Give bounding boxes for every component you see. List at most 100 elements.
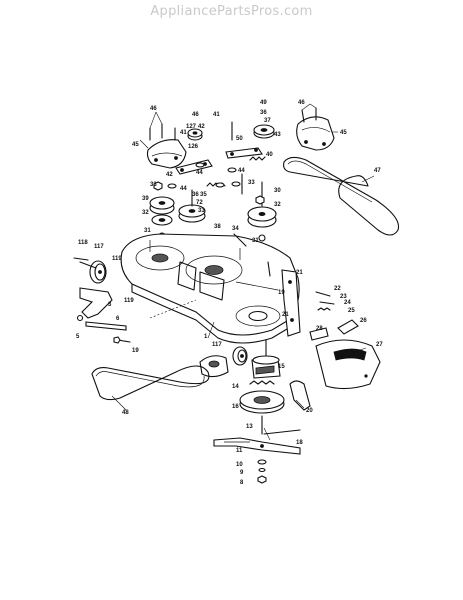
callout-25: 25 [348,308,355,314]
callout-23: 23 [340,294,347,300]
mower-deck-housing[interactable] [120,233,300,344]
callout-21-top: 21 [296,270,303,276]
callout-127: 127 [186,124,197,130]
callout-40: 40 [266,152,273,158]
upper-drive-belt[interactable] [283,156,400,236]
callout-42: 42 [166,172,173,178]
spindle-pulley-left[interactable] [149,196,175,226]
callout-118: 118 [78,240,88,246]
callout-36: 36 [260,110,267,116]
deck-drive-belt[interactable] [91,365,210,401]
washers-center [167,121,243,195]
leader-dashed [149,299,197,319]
callout-50: 50 [236,136,243,142]
callout-13: 13 [246,424,253,430]
callout-11: 11 [236,448,243,454]
callout-34: 34 [232,226,239,232]
callout-46-right: 46 [298,100,305,106]
callout-30: 30 [274,188,281,194]
callout-28: 28 [316,326,323,332]
callout-44-a: 44 [196,170,203,176]
callout-117: 117 [94,244,104,250]
callout-35: 35 [200,192,207,198]
deck-hanger-bracket[interactable] [76,287,127,331]
callout-126: 126 [188,144,199,150]
callout-5: 5 [76,334,80,340]
callout-15: 15 [278,364,285,370]
callout-19: 19 [132,348,139,354]
callout-3: 3 [108,302,112,308]
callout-44-c: 44 [180,186,187,192]
callout-42-top: 42 [198,124,205,130]
callout-16: 16 [232,404,239,410]
idler-pulley-upper[interactable] [187,128,203,141]
spindle-pulley-center[interactable] [178,189,206,223]
callout-9: 9 [240,470,244,476]
idler-arm-right[interactable] [225,147,263,159]
callout-48: 48 [122,410,129,416]
mower-blade[interactable] [213,437,301,455]
chute-bracket[interactable] [309,319,359,341]
callout-33: 33 [150,182,157,188]
callout-41: 41 [213,112,220,118]
callout-19-right: 19 [278,290,285,296]
callout-119-b: 119 [124,298,134,304]
cover-screws-left [149,111,176,141]
idler-pulley-right[interactable] [253,124,275,139]
callout-49: 49 [260,100,267,106]
callout-6: 6 [116,316,120,322]
callout-72: 72 [196,200,203,206]
callout-10: 10 [236,462,243,468]
deck-side-plate[interactable] [281,269,301,337]
callout-21-bottom: 21 [282,312,289,318]
callout-numbers: 46 45 46 45 46 127 41 42 49 36 37 43 41 … [76,100,383,486]
callout-41-left: 41 [180,130,187,136]
cover-screws-right [301,103,317,123]
callout-8: 8 [240,480,244,486]
callout-36-b: 36 [192,192,199,198]
callout-46-center: 46 [192,112,199,118]
callout-33-c: 33 [248,180,255,186]
callout-37: 37 [264,118,271,124]
callout-22: 22 [334,286,341,292]
deck-baffle[interactable] [263,380,311,435]
callout-31: 31 [144,228,151,234]
callout-18: 18 [296,440,303,446]
leader-lines [111,131,375,441]
callout-38: 38 [214,224,221,230]
watermark: AppliancePartsPros.com [150,4,313,19]
callout-33-b: 33 [198,208,205,214]
callout-26: 26 [360,318,367,324]
blade-adapter[interactable] [239,390,285,414]
callout-119: 119 [112,256,122,262]
callout-27: 27 [376,342,383,348]
chute-hardware [315,291,335,311]
callout-45-left: 45 [132,142,139,148]
callout-45-right: 45 [340,130,347,136]
callout-31-right: 31 [252,238,259,244]
callout-24: 24 [344,300,351,306]
blade-bolt [257,415,267,484]
callout-117-right: 117 [212,342,222,348]
bolt-19 [113,336,131,344]
callout-32-right: 32 [274,202,281,208]
spindle-housing[interactable] [249,339,281,385]
gauge-wheel-left[interactable] [79,260,107,284]
gauge-wheel-right[interactable] [232,346,248,366]
callout-46-left: 46 [150,106,157,112]
callout-14: 14 [232,384,239,390]
callout-47: 47 [374,168,381,174]
belt-cover-right[interactable] [296,116,335,151]
spindle-pulley-right[interactable] [247,181,277,228]
bolt-34 [233,233,271,277]
callout-20: 20 [306,408,313,414]
callout-32: 32 [142,210,149,216]
callout-43: 43 [274,132,281,138]
belt-cover-left[interactable] [146,139,187,169]
discharge-chute[interactable] [315,339,381,390]
callout-44-b: 44 [238,168,245,174]
callout-39: 39 [142,196,149,202]
idler-bracket-lower[interactable] [199,355,229,378]
callout-1: 1 [204,334,208,340]
